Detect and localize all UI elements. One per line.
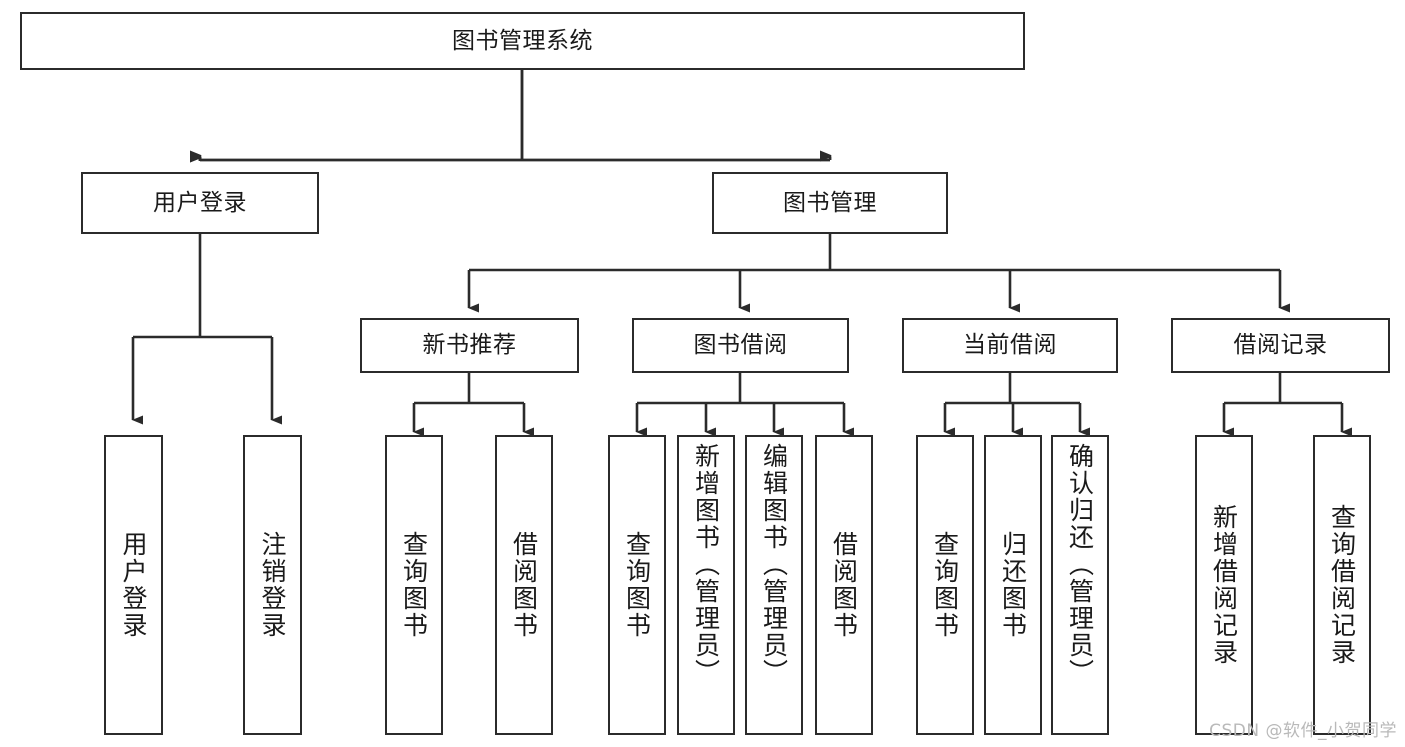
leaf-query-book-2-label: 查询图书 [622,531,652,639]
leaf-query-record-label: 查询借阅记录 [1327,504,1357,666]
leaf-borrow-book-1-label: 借阅图书 [509,531,539,639]
node-book-manage[interactable]: 图书管理 [712,172,948,234]
leaf-logout-login-label: 注销登录 [258,531,287,639]
leaf-query-book-1[interactable]: 查询图书 [385,435,443,735]
edges-main [131,70,1352,437]
node-borrow-record-label: 借阅记录 [1233,332,1328,359]
leaf-confirm-return[interactable]: 确认归还（管理员） [1051,435,1109,735]
node-book-borrow-label: 图书借阅 [693,332,788,359]
leaf-borrow-book-2-label: 借阅图书 [829,531,859,639]
leaf-return-book[interactable]: 归还图书 [984,435,1042,735]
node-current-borrow[interactable]: 当前借阅 [902,318,1118,373]
leaf-add-record[interactable]: 新增借阅记录 [1195,435,1253,735]
leaf-query-book-2[interactable]: 查询图书 [608,435,666,735]
node-root[interactable]: 图书管理系统 [20,12,1025,70]
node-user-login[interactable]: 用户登录 [81,172,319,234]
leaf-confirm-return-label: 确认归还（管理员） [1065,443,1095,686]
leaf-user-login-label: 用户登录 [119,531,148,639]
leaf-user-login[interactable]: 用户登录 [104,435,163,735]
node-new-book-recommend[interactable]: 新书推荐 [360,318,579,373]
node-current-borrow-label: 当前借阅 [963,332,1057,359]
leaf-borrow-book-1[interactable]: 借阅图书 [495,435,553,735]
node-new-book-recommend-label: 新书推荐 [422,332,517,359]
leaf-borrow-book-2[interactable]: 借阅图书 [815,435,873,735]
node-book-manage-label: 图书管理 [783,189,877,216]
leaf-edit-book-label: 编辑图书（管理员） [759,443,789,686]
node-user-login-label: 用户登录 [153,189,247,216]
leaf-query-record[interactable]: 查询借阅记录 [1313,435,1371,735]
node-book-borrow[interactable]: 图书借阅 [632,318,849,373]
leaf-return-book-label: 归还图书 [998,531,1028,639]
node-borrow-record[interactable]: 借阅记录 [1171,318,1390,373]
leaf-query-book-1-label: 查询图书 [399,531,429,639]
leaf-logout-login[interactable]: 注销登录 [243,435,302,735]
leaf-query-book-3-label: 查询图书 [930,531,960,639]
node-root-label: 图书管理系统 [452,27,593,54]
leaf-add-record-label: 新增借阅记录 [1209,504,1239,666]
leaf-query-book-3[interactable]: 查询图书 [916,435,974,735]
leaf-edit-book[interactable]: 编辑图书（管理员） [745,435,803,735]
leaf-add-book[interactable]: 新增图书（管理员） [677,435,735,735]
watermark-text: CSDN @软件_小贺同学 [1209,721,1397,741]
leaf-add-book-label: 新增图书（管理员） [691,443,721,686]
